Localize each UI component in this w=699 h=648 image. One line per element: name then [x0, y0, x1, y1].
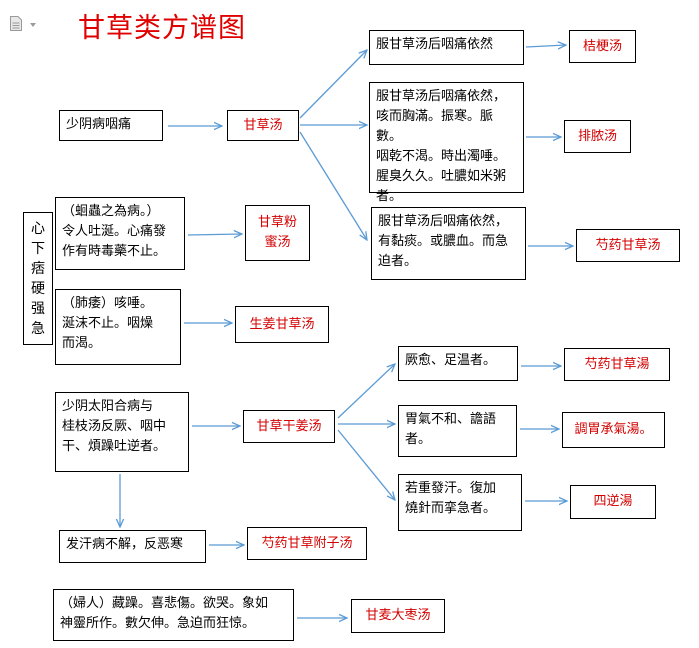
- node-gancao-fen-mi: 甘草粉 蜜汤: [245, 205, 310, 261]
- node-worm: （蛔蟲之為病。） 令人吐涎。心痛發 作有時毒藥不止。: [55, 197, 185, 270]
- diagram-title: 甘草类方谱图: [78, 13, 246, 44]
- arrow-gancao-to-phlegm: [299, 131, 367, 240]
- chevron-down-icon[interactable]: [30, 23, 36, 27]
- node-painong-tang: 排脓汤: [564, 120, 631, 153]
- node-fahan: 发汗病不解，反恶寒: [59, 530, 206, 563]
- node-shengjiang-gancao: 生姜甘草汤: [235, 306, 329, 343]
- node-ganmai-dazao: 甘麦大枣汤: [351, 599, 445, 633]
- node-sini-tang: 四逆湯: [570, 485, 656, 519]
- node-tiaowei-chengqi: 調胃承氣湯。: [562, 412, 665, 448]
- node-shaoyao-gancao-fuzi: 芍药甘草附子汤: [247, 527, 367, 560]
- arrow-persist-to-jiegeng: [525, 45, 566, 47]
- node-jiegeng-tang: 桔梗汤: [569, 30, 636, 63]
- node-stomach: 胃氣不和、譫語 者。: [398, 405, 517, 457]
- node-persist: 服甘草汤后咽痛依然: [369, 30, 524, 65]
- node-gancao-ganjiang: 甘草干姜汤: [243, 410, 335, 443]
- document-icon[interactable]: [10, 16, 22, 31]
- node-cough: 服甘草汤后咽痛依然， 咳而胸滿。振寒。脈數。 咽乾不渴。時出濁唾。 腥臭久久。吐…: [369, 82, 524, 204]
- node-shaoyin-throat: 少阴病咽痛: [59, 110, 163, 141]
- node-women: （婦人）藏躁。喜悲傷。欲哭。象如 神靈所作。數欠伸。急迫而狂惊。: [53, 589, 294, 641]
- arrow-ganjiang-to-sweat: [337, 429, 395, 500]
- node-phlegm: 服甘草汤后咽痛依然， 有黏痰。或膿血。而急 迫者。: [371, 207, 526, 280]
- node-lung: （肺痿）咳唾。 涎沫不止。咽燥 而渴。: [55, 289, 181, 365]
- node-gancao-tang: 甘草汤: [227, 110, 299, 141]
- node-jue-yu: 厥愈、足温者。: [398, 346, 518, 381]
- node-sweat: 若重發汗。復加 燒針而挛急者。: [398, 474, 522, 531]
- arrow-ganjiang-to-jue: [337, 364, 395, 419]
- side-label-xinxia: 心 下 痞 硬 强 急: [23, 212, 53, 345]
- arrow-gancao-to-persist: [299, 50, 367, 119]
- node-shaoyao-gancao-2: 芍药甘草湯: [564, 348, 670, 381]
- arrow-worm-to-fenmi: [187, 234, 242, 235]
- node-shaoyin-taiyang: 少阴太阳合病与 桂枝汤反厥、咽中 干、煩躁吐逆者。: [55, 392, 189, 472]
- node-shaoyao-gancao-1: 芍药甘草汤: [576, 229, 680, 262]
